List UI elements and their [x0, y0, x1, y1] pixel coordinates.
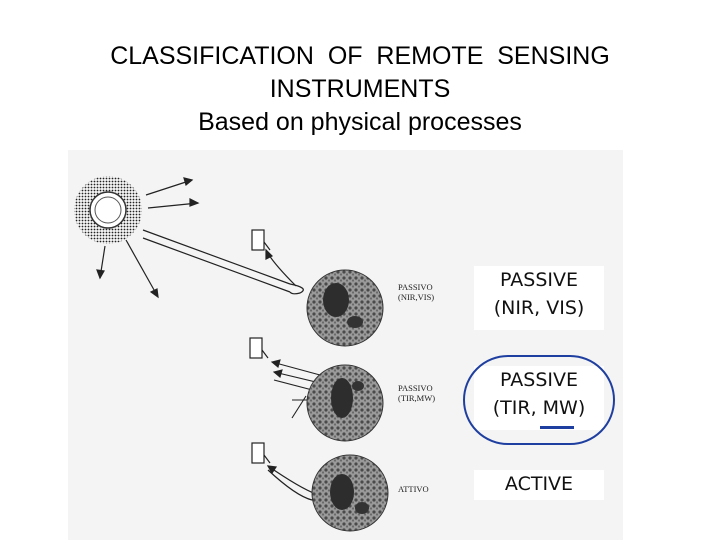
category-line: (NIR, VIS)	[493, 297, 585, 319]
sun-icon	[74, 176, 142, 244]
title-line-2: INSTRUMENTS	[269, 75, 451, 103]
category-passive-nir-vis: PASSIVE (NIR, VIS)	[474, 266, 604, 330]
earth-icon	[311, 454, 389, 532]
active-pulse-arrows	[266, 465, 319, 501]
satellite-icon	[249, 337, 269, 359]
emission-arrows	[270, 359, 321, 419]
italian-label-line: PASSIVO	[398, 383, 433, 393]
italian-label: ATTIVO	[398, 484, 429, 494]
italian-label: PASSIVO (NIR,VIS)	[398, 282, 434, 302]
title-line-3: Based on physical processes	[198, 108, 522, 136]
italian-label-line: (TIR,MW)	[398, 393, 436, 403]
slide-title: CLASSIFICATION OF REMOTE SENSING INSTRUM…	[0, 40, 720, 139]
satellite-icon	[251, 442, 271, 464]
reflection-arrow	[265, 248, 304, 295]
category-line: ACTIVE	[504, 473, 574, 495]
highlight-underline	[540, 426, 574, 429]
earth-icon	[306, 269, 384, 347]
italian-label-line: PASSIVO	[398, 282, 433, 292]
italian-label-line: ATTIVO	[398, 484, 429, 494]
italian-label: PASSIVO (TIR,MW)	[398, 383, 435, 403]
category-line: PASSIVE	[500, 369, 578, 391]
satellite-icon	[251, 229, 271, 251]
title-line-1: CLASSIFICATION OF REMOTE SENSING	[110, 42, 610, 70]
category-line: PASSIVE	[500, 269, 578, 291]
sun-rays	[96, 177, 291, 299]
category-active: ACTIVE	[474, 470, 604, 500]
highlight-circle	[463, 355, 615, 445]
italian-label-line: (NIR,VIS)	[398, 292, 435, 302]
earth-icon	[306, 364, 384, 442]
